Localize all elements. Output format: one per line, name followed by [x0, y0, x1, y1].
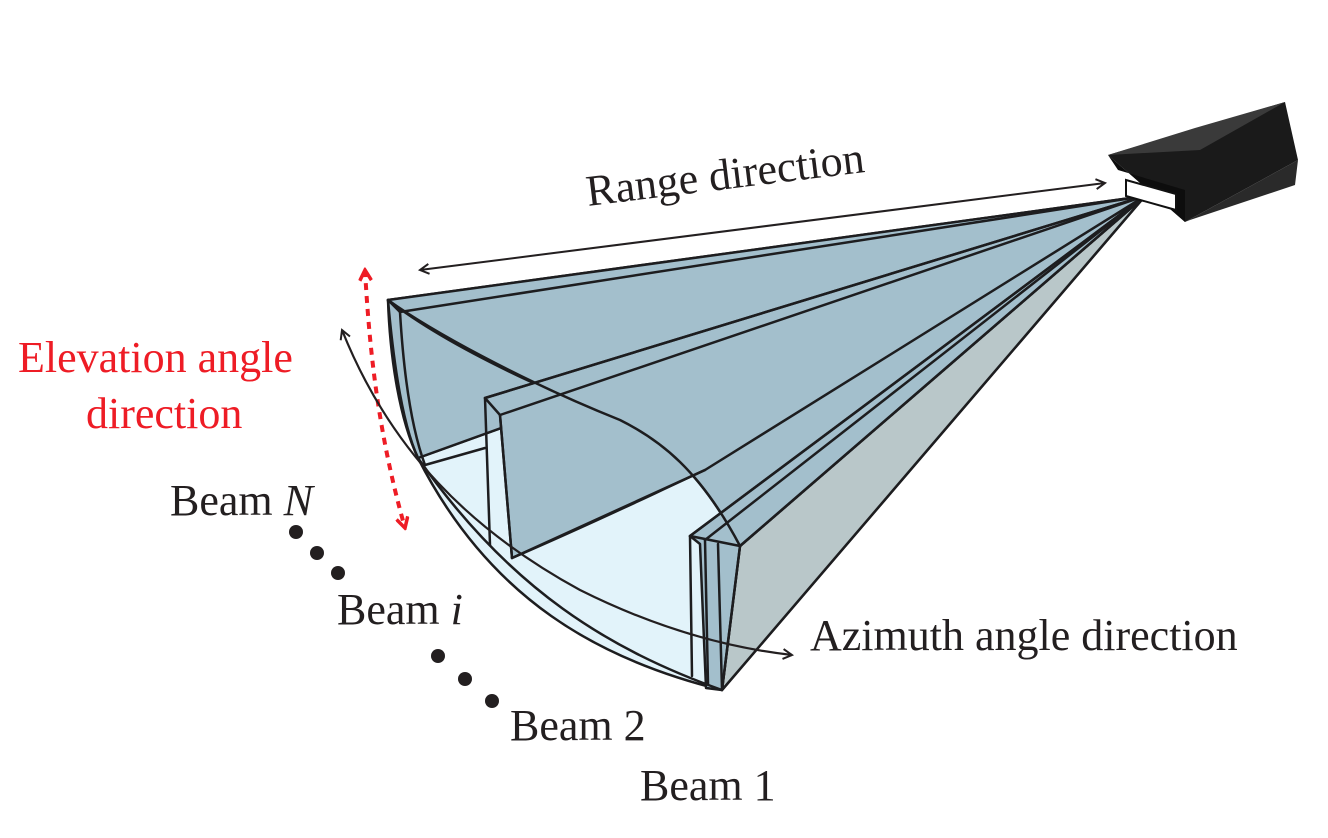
azimuth-direction-arrow [342, 330, 792, 655]
beam-n-label: Beam N [170, 476, 316, 525]
elevation-label-line2: direction [86, 389, 242, 438]
beam-1-label: Beam 1 [640, 761, 776, 810]
beam-ellipsis-dots-lower [431, 649, 499, 708]
beam-2-label: Beam 2 [510, 701, 646, 750]
beam-ellipsis-dots-upper [289, 525, 345, 580]
range-direction-label: Range direction [583, 133, 867, 216]
azimuth-direction-label: Azimuth angle direction [810, 611, 1238, 660]
beam-i-label: Beam i [337, 585, 463, 634]
elevation-label-line1: Elevation angle [18, 333, 293, 382]
sonar-device-icon [1108, 102, 1298, 222]
range-direction-arrow [420, 183, 1105, 270]
